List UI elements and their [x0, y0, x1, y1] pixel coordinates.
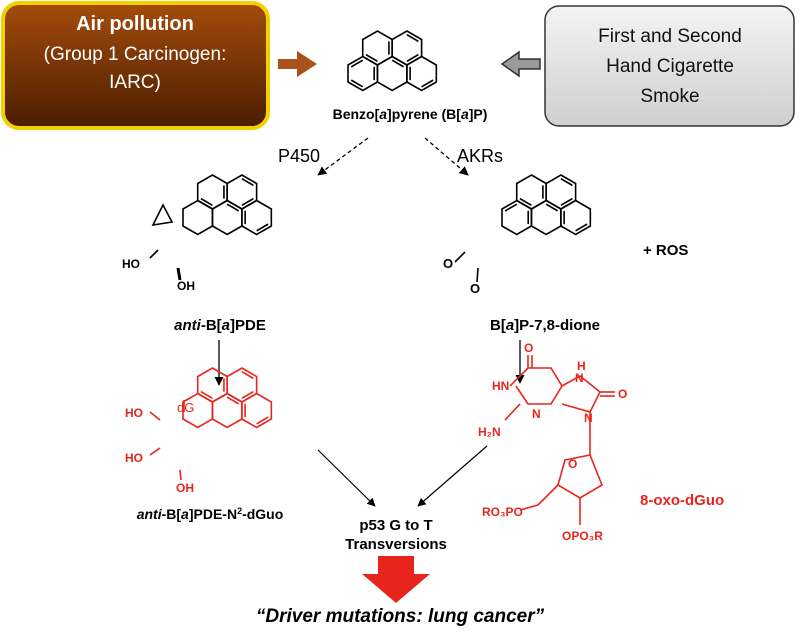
- oxo-dguo-atoms: O HN H N O H₂N N N O RO₃PO OPO₃R: [478, 341, 627, 543]
- bap-label: Benzo[a]pyrene (B[a]P): [333, 106, 488, 122]
- carcinogen-line2: IARC): [109, 72, 161, 93]
- air-pollution-box: Air pollution (Group 1 Carcinogen: IARC): [1, 1, 270, 130]
- adduct-dg-label: dG: [177, 400, 194, 415]
- bpde-dguo-label: anti-B[a]PDE-N2-dGuo: [137, 506, 284, 522]
- adduct-ho1-label: HO: [125, 406, 143, 420]
- cigarette-smoke-box: First and Second Hand Cigarette Smoke: [544, 5, 795, 127]
- bap-dione-label: B[a]P-7,8-dione: [490, 317, 600, 334]
- smoke-line1: First and Second: [598, 26, 742, 47]
- carcinogen-line1: (Group 1 Carcinogen:: [44, 44, 227, 65]
- dione-o1-label: O: [443, 256, 453, 271]
- oxo-o-right: O: [618, 387, 627, 401]
- oxo-n-bottom: N: [532, 407, 541, 421]
- oxo-h: H: [577, 359, 586, 373]
- bap-dione-structure: [454, 174, 592, 283]
- enzyme-p450-label: P450: [278, 146, 320, 166]
- oxo-o-top: O: [524, 341, 533, 355]
- dione-o2-label: O: [470, 281, 480, 296]
- oxo-o-sugar: O: [568, 457, 577, 471]
- bpde-dguo-adduct-structure: [149, 367, 273, 481]
- oxo-hn: HN: [492, 379, 509, 393]
- anti-bpde-structure: [149, 174, 273, 281]
- adduct-ho2-label: HO: [125, 451, 143, 465]
- conclusion-text: “Driver mutations: lung cancer”: [256, 606, 545, 627]
- bpde-oh-label: OH: [177, 279, 195, 293]
- p53-line2: Transversions: [345, 536, 447, 553]
- oxo-n-right: N: [575, 371, 584, 385]
- oxodguo-to-p53-arrow: [417, 445, 488, 507]
- anti-bpde-label: anti-B[a]PDE: [174, 317, 266, 334]
- adduct-to-p53-arrow: [317, 449, 376, 507]
- oxo-ro3po: RO₃PO: [482, 505, 523, 519]
- red-down-arrow: [362, 556, 430, 603]
- p53-line1: p53 G to T: [359, 517, 432, 534]
- oxo-dguo-label: 8-oxo-dGuo: [640, 492, 724, 509]
- ros-label: + ROS: [643, 242, 688, 259]
- oxo-h2n: H₂N: [478, 425, 501, 439]
- smoke-arrow: [500, 50, 541, 78]
- benzo-a-pyrene-structure: [347, 30, 438, 92]
- akrs-dashed-arrow: [424, 137, 469, 176]
- air-pollution-arrow: [278, 51, 317, 77]
- p450-dashed-arrow: [317, 137, 369, 176]
- bpde-ho-label: HO: [122, 257, 140, 271]
- air-pollution-title: Air pollution: [76, 13, 194, 35]
- oxo-dguo-structure: [504, 355, 615, 525]
- enzyme-akrs-label: AKRs: [457, 146, 503, 166]
- smoke-line2: Hand Cigarette: [606, 56, 734, 77]
- oxo-n-ring: N: [584, 411, 593, 425]
- smoke-line3: Smoke: [640, 86, 699, 107]
- adduct-oh-label: OH: [176, 481, 194, 495]
- oxo-opo3r: OPO₃R: [562, 529, 603, 543]
